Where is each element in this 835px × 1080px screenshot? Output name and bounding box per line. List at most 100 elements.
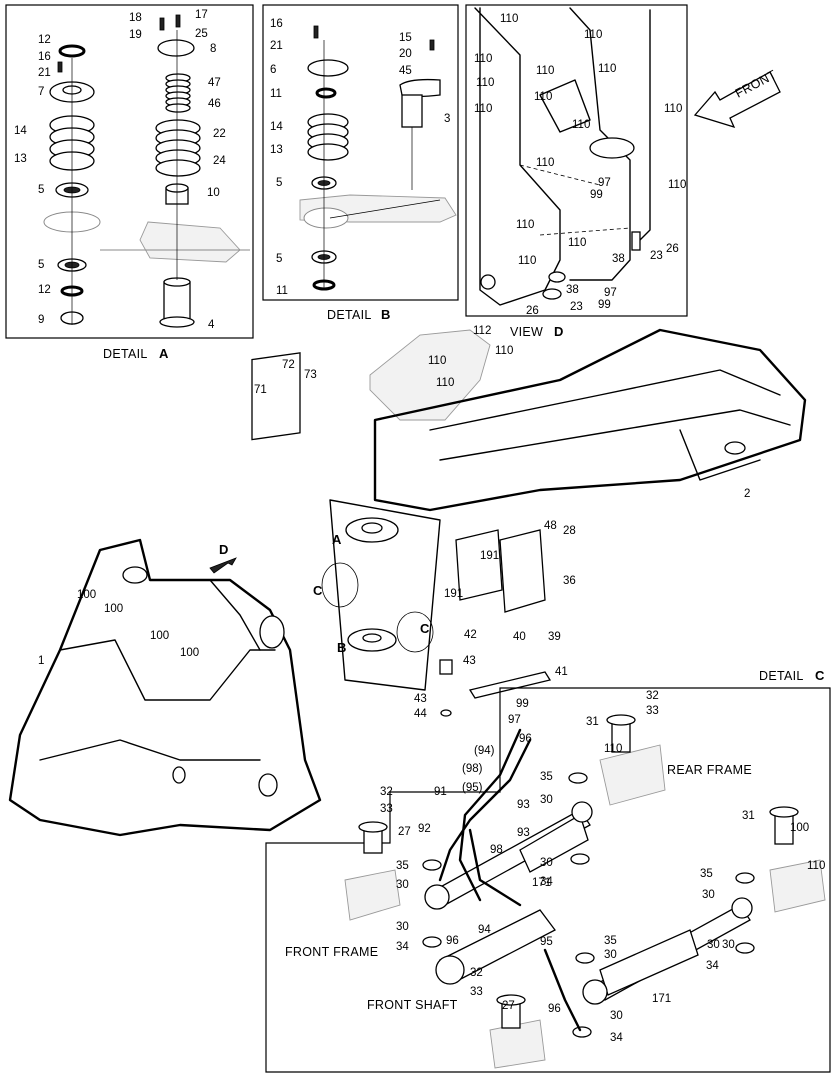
front-frame-inner [59,639,276,701]
part-number-detail-c-30: 32 [470,967,483,979]
view-d-bore [589,137,635,159]
part-number-detail-a-10: 46 [208,98,221,110]
part-number-detail-c-32: 27 [502,1000,515,1012]
part-number-detail-b-6: 11 [270,88,282,100]
part-number-main-17: 41 [555,666,568,678]
front-frame-ghost [344,869,401,921]
front-frame-body [8,538,322,837]
part-number-view-d-11: 110 [668,179,686,191]
part-number-detail-b-4: 20 [399,48,412,60]
part-number-main-3: 110 [436,377,454,389]
part-number-detail-c-28: 34 [396,941,409,953]
front-shaft-label: FRONT SHAFT [367,998,458,1012]
part-number-detail-b-11: 5 [276,253,282,265]
detail-c-frame [265,687,831,1073]
part-number-main-21: 100 [77,589,96,601]
hose-94-upper [438,738,532,882]
callout-letter-c2: C [420,621,430,636]
bolt-18 [159,17,165,31]
upper-pivot-a-bore [361,522,383,534]
part-number-main-8: 48 [544,520,557,532]
part-number-detail-c-45: 30 [702,889,715,901]
part-number-view-d-24: 23 [570,301,583,313]
rear-frame-label: REAR FRAME [667,763,752,777]
view-d-hidden-a [519,164,601,186]
front-arrow-shape [693,71,781,129]
frame-bore-ghost-b [303,207,349,229]
part-number-detail-a-2: 19 [129,29,142,41]
front-drive-yoke [435,955,465,985]
shim-stack-47-46 [165,73,191,113]
rear-frame-rail-mid [439,409,791,461]
part-number-main-19: 44 [414,708,427,720]
part-number-detail-c-8: (98) [462,763,483,775]
part-number-detail-c-12: 91 [434,786,447,798]
part-number-detail-c-34: 30 [604,949,617,961]
part-number-view-d-18: 23 [650,250,663,262]
detail-a-panel [5,4,254,339]
part-number-detail-a-17: 5 [38,259,44,271]
washer-44 [440,709,452,717]
hose-95 [543,948,582,1032]
part-number-main-13: 42 [464,629,477,641]
rear-frame-ghost [599,744,666,806]
pin-3-head [399,78,441,98]
cylinder-lower-eye-2 [731,897,753,919]
part-number-detail-a-3: 25 [195,28,208,40]
part-number-detail-b-3: 15 [399,32,412,44]
detail-c-panel [265,687,831,1073]
detail-b-frame [262,4,459,301]
cylinder-upper-eye [424,884,450,910]
part-number-view-d-19: 38 [612,253,625,265]
part-number-view-d-5: 110 [476,77,494,89]
part-number-view-d-1: 110 [584,29,602,41]
part-number-detail-c-24: 30 [396,879,409,891]
part-number-detail-c-43: 110 [807,860,825,872]
detail-b-letter: B [381,307,390,322]
part-number-view-d-0: 110 [500,13,518,25]
part-number-main-20: 1 [38,655,44,667]
part-number-main-15: 39 [548,631,561,643]
detail-a-frame [5,4,254,339]
part-number-detail-c-5: 96 [519,733,532,745]
part-number-main-22: 100 [104,603,123,615]
part-number-main-5: 73 [304,369,317,381]
part-number-detail-c-38: 96 [548,1003,561,1015]
part-number-detail-a-15: 5 [38,184,44,196]
rear-frame-tower [329,499,441,691]
part-number-detail-a-6: 16 [38,51,51,63]
detail-a-caption: DETAIL [103,347,148,361]
part-number-detail-c-19: 98 [490,844,503,856]
detail-b-panel [262,4,459,301]
pin-4 [163,281,191,323]
part-number-detail-a-0: 18 [129,12,142,24]
part-number-detail-c-10: 30 [540,794,553,806]
part-number-detail-a-13: 13 [14,153,27,165]
part-number-main-6: 71 [254,384,267,396]
detail-b-frame-line [329,199,441,219]
part-number-main-23: 100 [150,630,169,642]
part-number-view-d-3: 110 [598,63,616,75]
part-number-main-16: 43 [463,655,476,667]
detail-c-letter: C [815,668,825,683]
shim-stack-14-13-b [307,113,349,161]
front-frame-hole-1 [172,766,186,784]
part-number-view-d-14: 110 [518,255,536,267]
washers [422,772,755,1038]
pin-3-body [401,94,423,128]
view-d-frame [465,4,688,317]
cylinder-lower-eye [582,979,608,1005]
view-d-pivot-a [548,271,566,283]
view-d-bracket-38 [631,231,641,251]
bolt-15 [429,39,435,51]
bolt-16b [313,25,319,39]
part-number-main-24: 100 [180,647,199,659]
part-number-main-9: 28 [563,525,576,537]
part-number-main-10: 191 [480,550,499,562]
callout-letter-a: A [332,532,342,547]
part-number-detail-c-13: 93 [517,799,530,811]
front-frame-hole-2 [258,773,278,797]
part-number-view-d-10: 110 [536,157,554,169]
